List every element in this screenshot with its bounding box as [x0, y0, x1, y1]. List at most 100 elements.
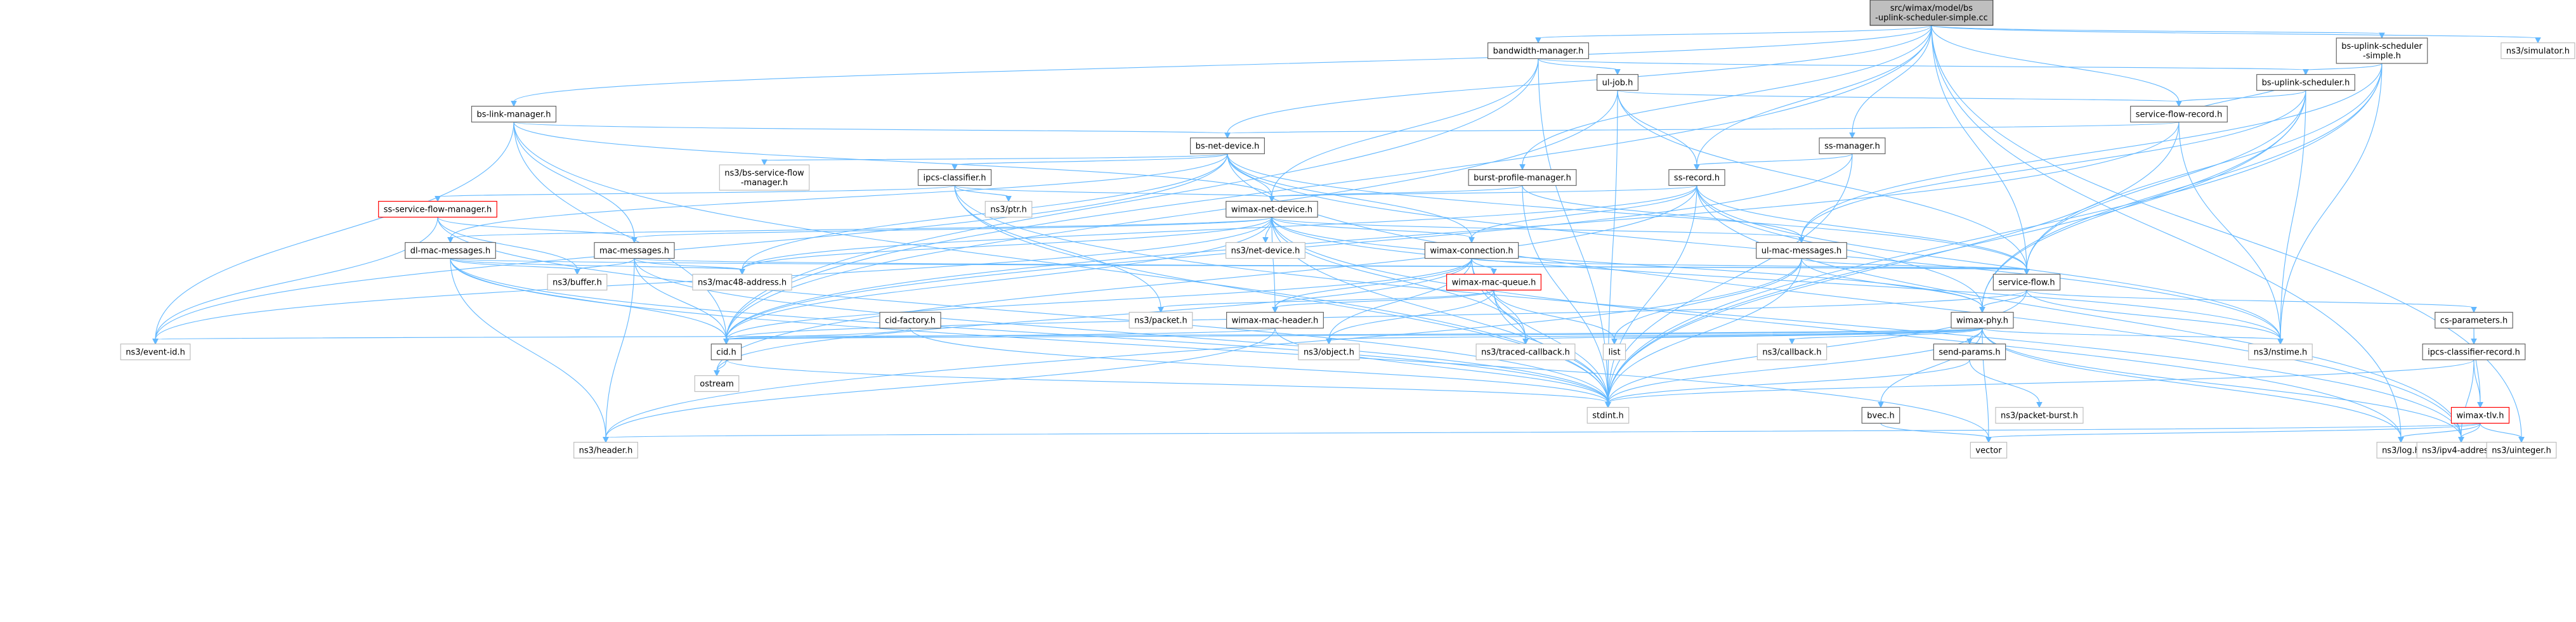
- node-wconn[interactable]: wimax-connection.h: [1424, 242, 1519, 259]
- node-netdev[interactable]: ns3/net-device.h: [1226, 242, 1305, 259]
- node-ulmm[interactable]: ul-mac-messages.h: [1756, 242, 1847, 259]
- edge-wnd-to-dlmm: [447, 217, 1272, 243]
- node-label: ns3/buffer.h: [552, 278, 602, 288]
- node-uljob[interactable]: ul-job.h: [1597, 74, 1638, 91]
- edge-bsnd-to-ipcsc: [951, 153, 1228, 171]
- node-ptr[interactable]: ns3/ptr.h: [984, 200, 1033, 218]
- node-box: [1189, 137, 1265, 155]
- edge-ipcscr-to-stdint: [1605, 360, 2475, 408]
- node-label: ostream: [700, 380, 734, 389]
- node-cid[interactable]: cid.h: [710, 343, 742, 361]
- node-mac48[interactable]: ns3/mac48-address.h: [692, 273, 792, 291]
- node-sfr[interactable]: service-flow-record.h: [2130, 105, 2228, 123]
- node-sf[interactable]: service-flow.h: [1992, 273, 2061, 291]
- node-bssfm[interactable]: ns3/bs-service-flow-manager.h: [719, 164, 810, 191]
- node-box: [1933, 343, 2006, 361]
- node-ostream[interactable]: ostream: [694, 375, 740, 392]
- node-stdint[interactable]: stdint.h: [1586, 406, 1630, 424]
- node-buffer[interactable]: ns3/buffer.h: [547, 273, 608, 291]
- edge-bsuls-to-nstime: [2277, 90, 2306, 345]
- node-label: stdint.h: [1592, 411, 1623, 421]
- node-uinteger[interactable]: ns3/uinteger.h: [2486, 441, 2557, 459]
- node-ssrec[interactable]: ss-record.h: [1668, 169, 1725, 186]
- node-label: ul-job.h: [1602, 79, 1633, 88]
- node-box: [879, 311, 941, 329]
- node-box: [1446, 273, 1542, 291]
- node-list[interactable]: list: [1602, 343, 1626, 361]
- edge-root-to-sf: [1931, 25, 2030, 275]
- node-label: ns3/packet.h: [1134, 316, 1187, 326]
- node-label: ns3/nstime.h: [2254, 348, 2307, 358]
- node-header[interactable]: ns3/header.h: [573, 441, 638, 459]
- node-packet[interactable]: ns3/packet.h: [1128, 311, 1193, 329]
- node-label: ns3/header.h: [579, 446, 633, 456]
- edge-wmq-to-wmh: [1272, 290, 1494, 313]
- node-eventid[interactable]: ns3/event-id.h: [120, 343, 191, 361]
- node-ipcsc[interactable]: ipcs-classifier.h: [917, 169, 992, 186]
- node-label: ns3/ipv4-address.h: [2422, 446, 2501, 456]
- node-bsuls[interactable]: bs-uplink-scheduler.h: [2256, 74, 2355, 91]
- edge-wconn-to-object: [1326, 258, 1472, 345]
- node-cidf[interactable]: cid-factory.h: [879, 311, 941, 329]
- node-label: bs-net-device.h: [1196, 142, 1260, 152]
- node-box: [2422, 343, 2526, 361]
- node-ssm[interactable]: ss-manager.h: [1819, 137, 1886, 155]
- edge-root-to-bsulss: [1931, 25, 2385, 39]
- edge-wphy-to-log: [1982, 328, 2404, 443]
- node-wmh[interactable]: wimax-mac-header.h: [1226, 311, 1324, 329]
- node-sssfm[interactable]: ss-service-flow-manager.h: [378, 200, 497, 218]
- node-blm[interactable]: bs-link-manager.h: [471, 105, 557, 123]
- node-simulator[interactable]: ns3/simulator.h: [2501, 42, 2575, 60]
- node-box: [1970, 441, 2008, 459]
- node-bwm[interactable]: bandwidth-manager.h: [1487, 42, 1590, 60]
- node-box: [405, 242, 496, 259]
- graph-nodes: src/wimax/model/bs-uplink-scheduler-simp…: [120, 0, 2575, 459]
- node-wnd[interactable]: wimax-net-device.h: [1226, 200, 1318, 218]
- node-label: dl-mac-messages.h: [410, 247, 491, 256]
- node-label: service-flow.h: [1998, 278, 2055, 288]
- node-wmq[interactable]: wimax-mac-queue.h: [1446, 273, 1542, 291]
- node-bsnd[interactable]: bs-net-device.h: [1189, 137, 1265, 155]
- edge-wphy-to-callback: [1789, 327, 1983, 345]
- node-wtlv[interactable]: wimax-tlv.h: [2450, 406, 2510, 424]
- edge-dlmm-to-stdint: [450, 258, 1611, 408]
- node-csparams[interactable]: cs-parameters.h: [2435, 311, 2513, 329]
- node-wphy[interactable]: wimax-phy.h: [1951, 311, 2014, 329]
- node-box: [1128, 311, 1193, 329]
- node-root[interactable]: src/wimax/model/bs-uplink-scheduler-simp…: [1869, 0, 1994, 26]
- edge-ipcsc-to-ptr: [954, 185, 1012, 202]
- edge-bsuls-to-ulmm: [1798, 90, 2306, 243]
- node-tcb[interactable]: ns3/traced-callback.h: [1475, 343, 1576, 361]
- edge-bsnd-to-dlmm: [447, 153, 1228, 243]
- node-vector[interactable]: vector: [1970, 441, 2008, 459]
- node-box: [471, 105, 557, 123]
- node-label: ns3/packet-burst.h: [2001, 411, 2078, 421]
- node-dlmm[interactable]: dl-mac-messages.h: [405, 242, 496, 259]
- node-box: [120, 343, 191, 361]
- node-nstime[interactable]: ns3/nstime.h: [2248, 343, 2313, 361]
- node-bpm[interactable]: burst-profile-manager.h: [1468, 169, 1577, 186]
- node-macm[interactable]: mac-messages.h: [594, 242, 675, 259]
- node-box: [1995, 406, 2084, 424]
- node-label: ipcs-classifier.h: [923, 174, 986, 183]
- edge-wtlv-to-uinteger: [2480, 423, 2525, 443]
- node-label: ns3/bs-service-flow: [724, 169, 804, 178]
- node-sendp[interactable]: send-params.h: [1933, 343, 2006, 361]
- node-label: wimax-net-device.h: [1231, 205, 1312, 215]
- node-label: service-flow-record.h: [2136, 110, 2223, 120]
- node-ipcscr[interactable]: ipcs-classifier-record.h: [2422, 343, 2526, 361]
- edge-wphy-to-nstime: [1982, 327, 2284, 345]
- node-bvec[interactable]: bvec.h: [1861, 406, 1900, 424]
- node-callback[interactable]: ns3/callback.h: [1756, 343, 1827, 361]
- node-label: wimax-connection.h: [1430, 247, 1513, 256]
- node-bsulss[interactable]: bs-uplink-scheduler-simple.h: [2336, 37, 2428, 64]
- node-label: vector: [1975, 446, 2002, 456]
- edge-wphy-to-bvec: [1878, 328, 1983, 408]
- node-pburst[interactable]: ns3/packet-burst.h: [1995, 406, 2084, 424]
- node-object[interactable]: ns3/object.h: [1298, 343, 1360, 361]
- node-box: [594, 242, 675, 259]
- edge-blm-to-cid: [513, 122, 729, 345]
- node-box: [1468, 169, 1577, 186]
- edge-wnd-to-macm: [631, 217, 1272, 243]
- edge-macm-to-cid: [634, 258, 729, 345]
